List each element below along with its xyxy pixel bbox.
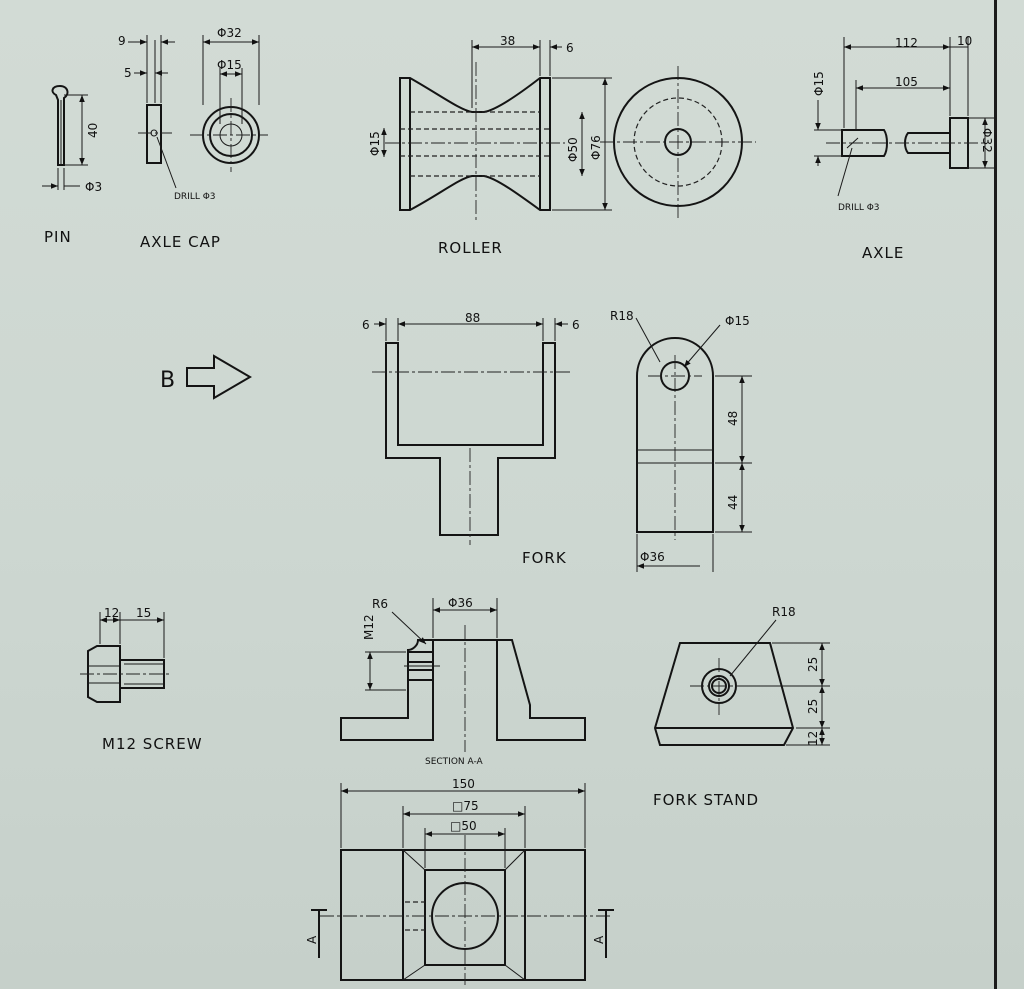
- plan-length-dim: 150: [452, 777, 475, 791]
- roller-title: ROLLER: [438, 239, 503, 257]
- screw-head-dim: 12: [104, 606, 119, 620]
- stand-radius-dim: R18: [772, 605, 796, 619]
- cap-thickness-dim: 9: [118, 34, 126, 48]
- pin-length-dim: 40: [86, 123, 100, 138]
- fork-radius-dim: R18: [610, 309, 634, 323]
- section-radius-dim: R6: [372, 597, 388, 611]
- roller-bore-dim: Φ15: [368, 131, 382, 156]
- sheet-border: [994, 0, 997, 989]
- fork-lower-height-dim: 44: [726, 495, 740, 510]
- m12-screw-title: M12 SCREW: [102, 735, 203, 753]
- stand-lower-dim: 25: [806, 699, 820, 714]
- pin-title: PIN: [44, 228, 72, 246]
- axle-shaft-dim: 105: [895, 75, 918, 89]
- axle-cap-title: AXLE CAP: [140, 233, 221, 251]
- roller-length-dim: 38: [500, 34, 515, 48]
- axle-head-dim: 10: [957, 34, 972, 48]
- section-title: SECTION A-A: [425, 757, 484, 767]
- cap-step-dim: 5: [124, 66, 132, 80]
- view-b-marker: B: [160, 368, 175, 393]
- plan-square-inner-dim: □50: [450, 819, 477, 833]
- fork-title: FORK: [522, 549, 567, 567]
- fork-stem-dia-dim: Φ36: [640, 550, 665, 564]
- fork-right-wall-dim: 6: [572, 318, 580, 332]
- fork-stand-title: FORK STAND: [653, 791, 759, 809]
- section-marker-right: A: [592, 935, 606, 944]
- fork-hole-dim: Φ15: [725, 314, 750, 328]
- m12-screw-view: 12 15 M12 SCREW: [80, 606, 203, 753]
- axle-cap-view: 9 5 Φ32 Φ15 DRILL Φ3 AXLE CAP: [118, 26, 268, 251]
- cap-drill-note: DRILL Φ3: [174, 192, 216, 202]
- fork-gap-dim: 88: [465, 311, 480, 325]
- roller-outer-dim: Φ76: [589, 135, 603, 160]
- fork-upper-height-dim: 48: [726, 411, 740, 426]
- axle-title: AXLE: [862, 244, 904, 262]
- fork-left-wall-dim: 6: [362, 318, 370, 332]
- stand-plan-view: A A 150 □75 □50: [305, 777, 614, 985]
- screw-shank-dim: 15: [136, 606, 151, 620]
- cap-inner-dia-dim: Φ15: [217, 58, 242, 72]
- fork-view: 6 88 6 B R18 Φ15 48 44 Φ36 FORK: [160, 309, 752, 572]
- axle-shaft-dia-dim: Φ15: [812, 71, 826, 96]
- pin-view: 40 Φ3 PIN: [42, 84, 102, 246]
- fork-stand-view: R18 25 25 12 FORK STAND: [653, 605, 830, 809]
- axle-drill-note: DRILL Φ3: [838, 203, 880, 213]
- roller-waist-dim: Φ50: [566, 137, 580, 162]
- section-marker-left: A: [305, 935, 319, 944]
- axle-head-dia-dim: Φ32: [980, 128, 994, 153]
- plan-square-outer-dim: □75: [452, 799, 479, 813]
- roller-flange-dim: 6: [566, 41, 574, 55]
- axle-overall-dim: 112: [895, 36, 918, 50]
- stand-upper-dim: 25: [806, 657, 820, 672]
- section-bore-dim: Φ36: [448, 596, 473, 610]
- pin-diameter-dim: Φ3: [85, 180, 102, 194]
- roller-view: 38 6 Φ15 Φ50 Φ76 ROLLER: [368, 34, 756, 257]
- section-aa-view: Φ36 R6 M12 SECTION A-A: [340, 596, 586, 767]
- section-thread-dim: M12: [362, 614, 376, 640]
- axle-view: 112 10 105 Φ15 Φ32 DRILL Φ3 AXLE: [812, 34, 994, 262]
- cap-outer-dia-dim: Φ32: [217, 26, 242, 40]
- stand-base-dim: 12: [806, 731, 820, 746]
- view-direction-arrow: [186, 354, 252, 400]
